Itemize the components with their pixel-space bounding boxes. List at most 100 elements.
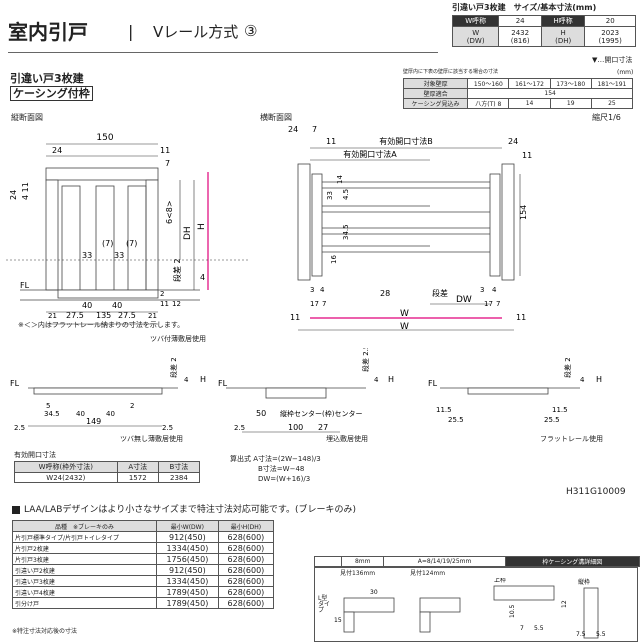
h-label: H呼称 xyxy=(540,15,586,27)
casing-l-leg xyxy=(343,611,355,633)
w-label: W呼称 xyxy=(451,15,500,27)
dim-24b: 24 xyxy=(9,190,18,200)
th-r1-c3: 173～180 xyxy=(549,78,592,89)
fd3-h: H xyxy=(596,375,602,384)
th-r1-c0: 対象壁厚 xyxy=(402,78,469,89)
th-r1-c4: 181～191 xyxy=(590,78,634,89)
dim-11b-h: 11 xyxy=(290,313,300,322)
laa-r6-c1: 1789(450) xyxy=(155,597,219,609)
left-jamb-h xyxy=(297,163,311,281)
floor-detail-4-caption: フラットレール使用 xyxy=(540,435,603,443)
th-r2-label: 壁厚適合 xyxy=(402,88,469,99)
dim-275a: 27.5 xyxy=(66,311,84,320)
fd2-dansa: 段差 2.5 xyxy=(361,348,370,372)
casing-d12: 12 xyxy=(561,600,568,608)
dim-40b: 40 xyxy=(112,301,122,310)
laa-r4-c1: 1334(450) xyxy=(155,575,219,587)
fd3-255b: 25.5 xyxy=(544,416,560,424)
thickness-table: 対象壁厚 150～160 161～172 173～180 181～191 壁厚適… xyxy=(402,78,634,109)
floor-rail xyxy=(57,289,159,299)
dim-7b-h: 7 xyxy=(322,300,326,308)
casing-h2: A=8/14/19/25mm xyxy=(383,556,506,567)
header-rule xyxy=(8,52,438,53)
dim-w-h: W xyxy=(400,309,409,319)
laa-r1-c0: 片引戸2枚建 xyxy=(12,542,157,554)
fd3-115a: 11.5 xyxy=(436,406,452,414)
casing-detail-drawing: 30 15 上枠 7 5.5 10.5 縦枠 12 7.5 5.5 xyxy=(334,578,606,639)
note-flat-rail: ※＜＞内はフラットレール納まりの寸法を示します。 xyxy=(18,321,185,329)
laa-r1-c1: 1334(450) xyxy=(155,542,219,554)
dim-135: 135 xyxy=(96,311,111,320)
dim-7-h: 7 xyxy=(312,125,317,134)
laa-r6-c2: 628(600) xyxy=(217,597,275,609)
product-line2: ケーシング付枠 xyxy=(10,86,93,101)
fd2-27: 27 xyxy=(318,423,328,432)
fd1-25b: 2.5 xyxy=(162,424,173,432)
dim-7c: (7) xyxy=(126,239,137,248)
casing-upper-frame xyxy=(493,585,555,601)
dim-6s8: 6<8> xyxy=(165,200,174,224)
fd3-115b: 11.5 xyxy=(552,406,568,414)
dim-h: H xyxy=(197,223,207,230)
legend-note: ▼…開口寸法 xyxy=(592,56,633,64)
laa-r2-c2: 628(600) xyxy=(217,553,275,565)
laa-r4-c2: 628(600) xyxy=(217,575,275,587)
th-r3-c0: ケーシング見込み xyxy=(402,98,469,109)
h2-sub: (DH) xyxy=(555,36,572,45)
left-casing-h xyxy=(311,173,323,277)
fd3-4: 4 xyxy=(580,376,585,384)
fd2-rail xyxy=(265,387,327,399)
scale-label: 縮尺1/6 xyxy=(592,113,621,122)
dim-4-h: 4 xyxy=(320,286,325,294)
dim-4: 4 xyxy=(200,273,205,282)
w2-val: 2432 xyxy=(511,28,530,37)
casing-l-leg-2 xyxy=(419,611,431,633)
laa-h2: 最小H(DH) xyxy=(217,520,275,532)
dim-12: 12 xyxy=(172,300,181,308)
right-casing-h xyxy=(489,173,501,277)
dim-a: 有効開口寸法A xyxy=(343,149,397,159)
dim-dansa-h: 段差 xyxy=(432,288,448,298)
dim-21b: 21 xyxy=(148,312,157,320)
dim-7b: (7) xyxy=(102,239,113,248)
vertical-section-label: 縦断面図 xyxy=(11,113,43,122)
floor-details-drawing: FL 段差 2 4 H 5 34.5 40 40 2 149 2.5 2.5 F… xyxy=(10,348,602,433)
formula-l3: DW=(W+16)/3 xyxy=(258,475,311,483)
laa-r0-c1: 912(450) xyxy=(155,531,219,543)
formula-l2: B寸法=W−48 xyxy=(258,465,305,473)
laa-r4-c0: 引違い戸3枚建 xyxy=(12,575,157,587)
ot-h0: W呼称(枠外寸法) xyxy=(14,461,118,473)
laa-r3-c2: 628(600) xyxy=(217,564,275,576)
thickness-unit: (mm) xyxy=(617,69,634,76)
dim-dw-h: DW xyxy=(456,295,472,305)
dim-3r-h: 3 xyxy=(480,286,484,294)
laa-r3-c0: 引違い戸2枚建 xyxy=(12,564,157,576)
top-frame xyxy=(45,167,159,181)
page-subtitle: Vレール方式 xyxy=(153,23,239,41)
casing-d105: 10.5 xyxy=(509,604,516,618)
laa-r5-c1: 1789(450) xyxy=(155,586,219,598)
casing-vertical-frame xyxy=(583,587,599,639)
casing-d75: 7.5 xyxy=(576,631,586,638)
laa-r5-c0: 引違い戸4枚建 xyxy=(12,586,157,598)
fd1-4: 4 xyxy=(184,376,189,384)
dim-16-h: 16 xyxy=(330,255,338,264)
h2-val: 2023 xyxy=(601,28,620,37)
dim-24: 24 xyxy=(52,146,62,155)
drawing-code: H311G10009 xyxy=(566,487,626,497)
laa-r6-c0: 引分け戸 xyxy=(12,597,157,609)
fd1-rail xyxy=(33,387,163,395)
fd2-100: 100 xyxy=(288,423,303,432)
casing-type: L型 タイプ xyxy=(318,595,331,614)
fd1-40a: 40 xyxy=(76,410,85,418)
fd2-h: H xyxy=(388,375,394,384)
floor-detail-1-caption: ツバ付薄敷居使用 xyxy=(150,335,206,343)
laa-r5-c2: 628(600) xyxy=(217,586,275,598)
floor-detail-3-caption: 埋込敷居使用 xyxy=(326,435,368,443)
laa-bullet xyxy=(12,506,20,514)
